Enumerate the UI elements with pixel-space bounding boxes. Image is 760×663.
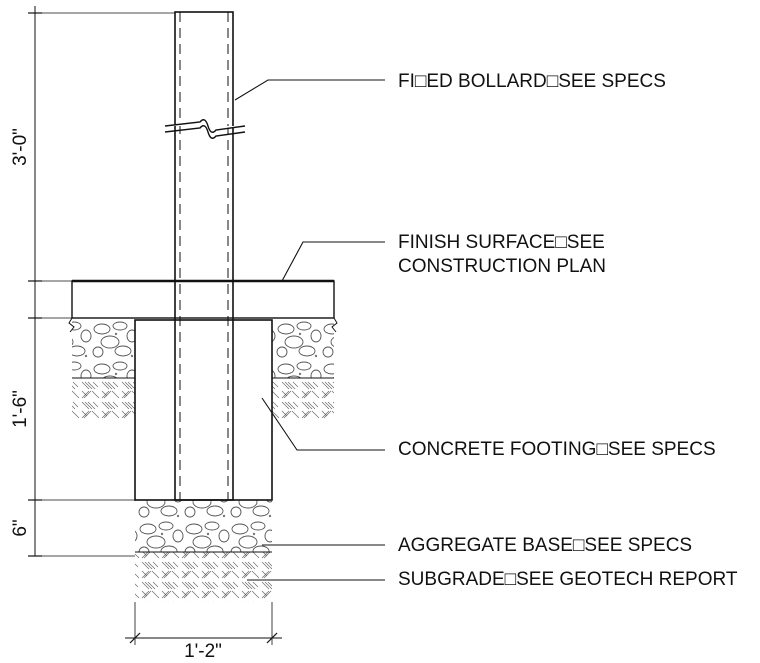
leader-bollard: [234, 79, 385, 101]
subgrade-fill-right: [272, 378, 334, 418]
callout-aggregate: AGGREGATE BASE□SEE SPECS: [398, 535, 692, 556]
dim-height-above-grade: 3'-0": [10, 128, 31, 166]
subgrade-fill-left: [72, 378, 135, 418]
gravel-fill-right: [272, 320, 334, 378]
subgrade-fill-below: [135, 552, 272, 602]
fixed-bollard: [174, 11, 234, 501]
callout-finish-surface-line2: CONSTRUCTION PLAN: [398, 256, 606, 277]
concrete-footing: [134, 319, 273, 501]
leader-finish-surface: [281, 241, 385, 282]
gravel-fill-left: [72, 320, 135, 378]
callout-bollard: FI□ED BOLLARD□SEE SPECS: [398, 71, 666, 92]
callout-footing: CONCRETE FOOTING□SEE SPECS: [398, 439, 716, 460]
dim-base-depth: 6": [10, 519, 31, 536]
dim-footing-depth: 1'-6": [10, 390, 31, 428]
dim-footing-width: 1'-2": [184, 641, 222, 662]
finish-surface-slab: [71, 280, 335, 319]
aggregate-base-fill: [135, 500, 272, 552]
callout-subgrade: SUBGRADE□SEE GEOTECH REPORT: [398, 569, 738, 590]
callout-finish-surface-line1: FINISH SURFACE□SEE: [398, 232, 605, 253]
leader-footing: [261, 397, 385, 451]
